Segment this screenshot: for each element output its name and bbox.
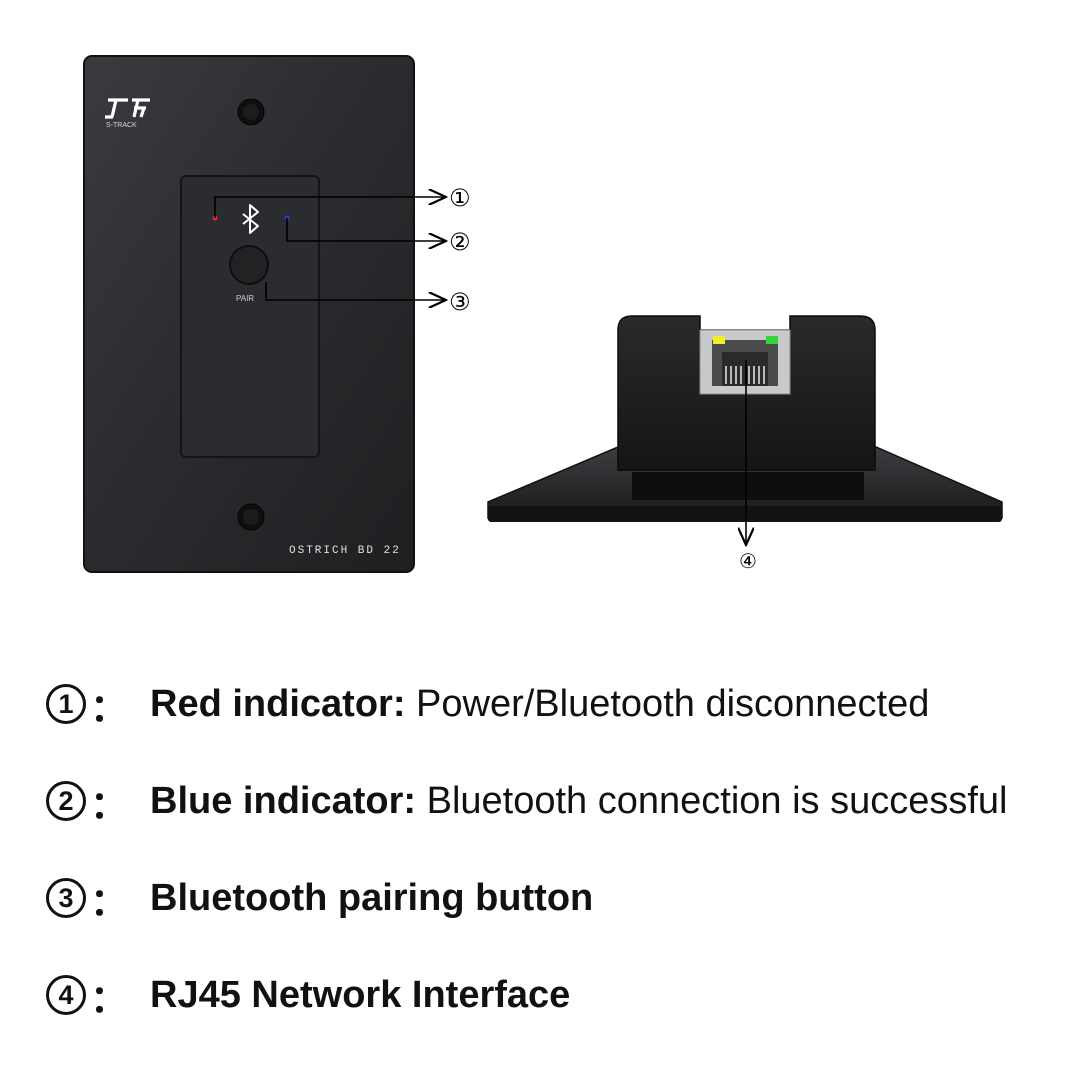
- rj45-port: [699, 329, 791, 395]
- top-screw: [237, 98, 265, 126]
- yellow-led: [713, 336, 725, 344]
- legend-separator: ：: [90, 978, 129, 1021]
- callout-4: ④: [739, 360, 757, 573]
- legend-title-1: Red indicator:: [150, 682, 406, 725]
- legend-number-3: 3: [46, 878, 86, 918]
- legend-item-1: 1 ： Red indicator: Power/Bluetooth disco…: [46, 680, 1066, 730]
- legend-title-4: RJ45 Network Interface: [150, 973, 571, 1016]
- callout-3: ③: [265, 282, 471, 316]
- brand-text: S-TRACK: [106, 122, 137, 129]
- brand-logo: S-TRACK: [105, 98, 150, 129]
- legend-item-3: 3 ： Bluetooth pairing button: [46, 874, 1066, 924]
- callout-2: ②: [286, 218, 471, 256]
- inner-module: [180, 175, 320, 458]
- legend-number-1: 1: [46, 684, 86, 724]
- callout-2-label: ②: [449, 228, 471, 256]
- bottom-screw: [237, 503, 265, 531]
- legend-desc-2: Bluetooth connection is successful: [416, 779, 1008, 822]
- legend-number-4: 4: [46, 975, 86, 1015]
- pair-label: PAIR: [236, 294, 254, 303]
- legend-separator: ：: [90, 687, 129, 730]
- legend-item-2: 2 ： Blue indicator: Bluetooth connection…: [46, 777, 1066, 827]
- callout-4-label: ④: [739, 549, 757, 573]
- callout-3-label: ③: [449, 288, 471, 316]
- back-module: [487, 315, 1003, 522]
- model-label: OSTRICH BD 22: [289, 545, 401, 557]
- wall-plate: S-TRACK PAIR OSTRICH BD 22: [83, 55, 415, 573]
- pair-button[interactable]: [229, 245, 269, 285]
- legend-desc-1: Power/Bluetooth disconnected: [405, 682, 930, 725]
- legend-number-2: 2: [46, 781, 86, 821]
- callout-1-label: ①: [449, 184, 471, 212]
- bluetooth-icon: [242, 204, 259, 234]
- product-diagram: S-TRACK PAIR OSTRICH BD 22 ① ②: [83, 55, 1003, 573]
- legend-title-2: Blue indicator:: [150, 779, 417, 822]
- legend-item-4: 4 ： RJ45 Network Interface: [46, 971, 1066, 1021]
- legend-separator: ：: [90, 881, 129, 924]
- legend: 1 ： Red indicator: Power/Bluetooth disco…: [46, 680, 1066, 1068]
- green-led: [766, 336, 778, 344]
- callout-1: ①: [214, 184, 471, 218]
- legend-title-3: Bluetooth pairing button: [150, 876, 594, 919]
- legend-separator: ：: [90, 784, 129, 827]
